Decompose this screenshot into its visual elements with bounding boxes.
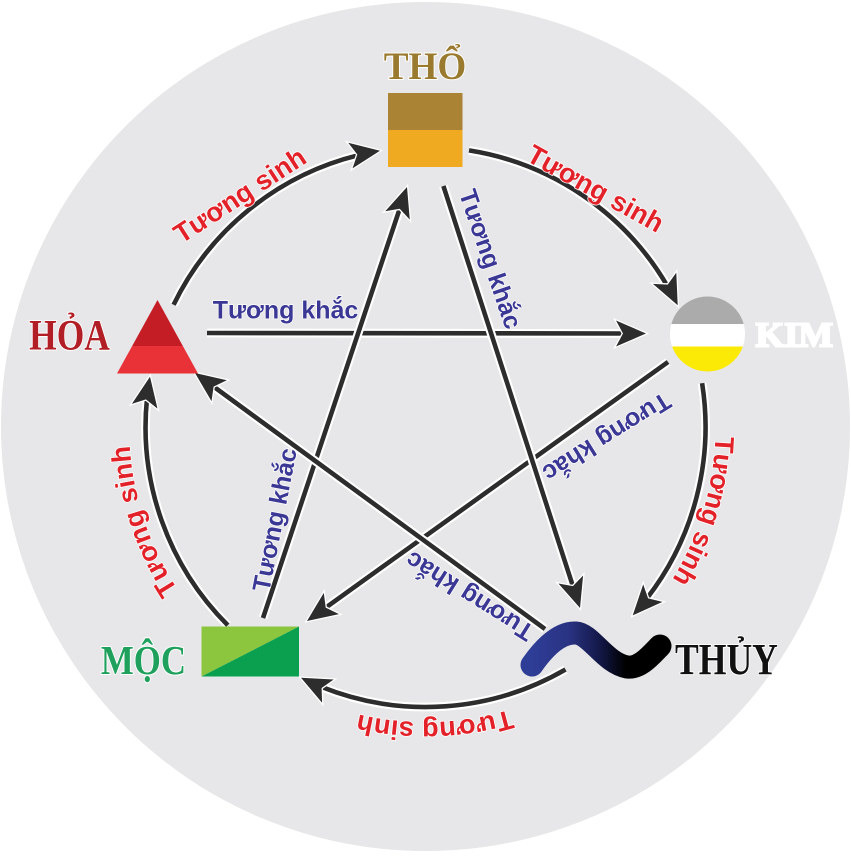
svg-text:Tương khắc: Tương khắc — [213, 295, 359, 325]
svg-text:HỎA: HỎA — [29, 311, 110, 359]
svg-text:MỘC: MỘC — [101, 637, 186, 684]
svg-text:THỦY: THỦY — [675, 634, 778, 683]
svg-text:THỔ: THỔ — [384, 44, 467, 88]
svg-text:KIM: KIM — [756, 315, 834, 354]
